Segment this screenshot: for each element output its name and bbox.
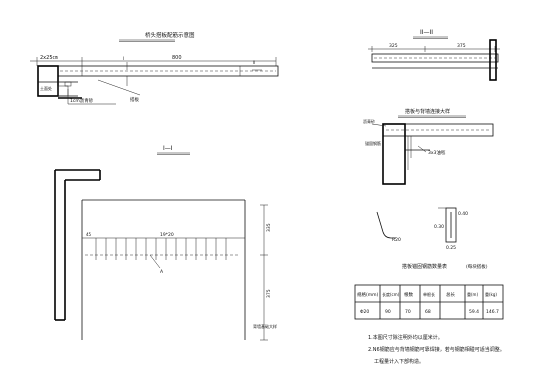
note-2: 2.N6钢筋应与背墙钢筋可靠焊接，若与钢筋相碰可适当调整。 xyxy=(368,346,505,353)
table-cell-count: 70 xyxy=(405,309,411,315)
section-i-dim-vertical-top: 335 xyxy=(266,223,272,232)
bar-detail-radius: R20 xyxy=(392,237,401,243)
section-i-i: I—I 45 19*20 xyxy=(54,145,277,341)
section-i-callout: A xyxy=(160,269,164,275)
top-left-dim-left: 2x25㎝ xyxy=(40,55,58,61)
table-header-weight: 重(kg) xyxy=(485,291,497,297)
table-cell-unit-length: 68 xyxy=(425,309,431,315)
table-unit: (每块搭板) xyxy=(466,263,488,270)
table-title: 搭板锚固钢筋数量表 xyxy=(402,263,447,270)
table-header-unit-length: 单根长 xyxy=(423,291,435,297)
section-ii-dim-1: 325 xyxy=(389,43,398,49)
bar-detail-dim-b: 0.30 xyxy=(434,224,444,230)
rebar-table: 搭板锚固钢筋数量表 (每块搭板) 规格(mm) 长度(cm) 根数 单根长 总长… xyxy=(354,263,504,320)
section-i-bar-ticks xyxy=(95,238,227,260)
joint-detail: 搭板与背墙连接大样 沥青砂 锚固钢筋 3x3油毡 xyxy=(363,108,494,185)
top-left-title: 桥头搭板配筋示意图 xyxy=(145,31,195,39)
detail-label-anchor: 锚固钢筋 xyxy=(365,140,381,146)
detail-label-sand: 沥青砂 xyxy=(363,118,375,124)
table-header-weight-per-m: 重(m) xyxy=(467,291,478,297)
bar-detail: R20 0.40 0.30 0.25 xyxy=(376,207,468,251)
section-i-dim-main: 19*20 xyxy=(160,232,174,238)
top-left-marker-i: I xyxy=(123,56,124,61)
bar-detail-dim-a: 0.40 xyxy=(458,211,468,217)
section-ii-title: II—II xyxy=(420,29,433,36)
section-i-bottom-label: 背墙基础大样 xyxy=(253,323,277,329)
top-left-detail: 桥头搭板配筋示意图 2x25㎝ 800 土面处 I II 1cm沥青砂 xyxy=(30,31,279,105)
note-1: 1.本图尺寸除注明外均以厘米计。 xyxy=(368,334,443,341)
detail-label-felt: 3x3油毡 xyxy=(428,149,446,156)
bar-detail-dim-c: 0.25 xyxy=(446,245,456,251)
table-cell-weight: 146.7 xyxy=(486,309,499,315)
section-i-title: I—I xyxy=(163,145,173,152)
section-ii-dim-2: 375 xyxy=(457,43,466,49)
table-header-length: 长度(cm) xyxy=(382,291,400,297)
table-cell-total-length: 59.4 xyxy=(469,309,479,315)
top-left-dim-main: 800 xyxy=(172,55,182,61)
table-header-total-length: 总长 xyxy=(446,291,455,298)
section-i-dim-left: 45 xyxy=(86,232,92,237)
table-header-count: 根数 xyxy=(404,291,413,298)
notes: 1.本图尺寸除注明外均以厘米计。 2.N6钢筋应与背墙钢筋可靠焊接，若与钢筋相碰… xyxy=(368,334,505,365)
section-ii-ii: II—II 325 375 xyxy=(368,29,500,81)
top-left-marker-ii: II xyxy=(253,60,255,65)
table-header-spec: 规格(mm) xyxy=(357,291,379,298)
detail-title: 搭板与背墙连接大样 xyxy=(405,108,450,115)
table-cell-length: 90 xyxy=(385,309,391,315)
section-i-dim-vertical-bottom: 375 xyxy=(266,289,272,298)
top-left-callout-slab: 搭板 xyxy=(130,96,139,103)
table-cell-spec: Φ20 xyxy=(360,309,369,315)
note-3: 工程量计入下部构造。 xyxy=(374,358,424,365)
top-left-callout-ground: 土面处 xyxy=(40,85,52,91)
top-left-callout-sand: 1cm沥青砂 xyxy=(70,97,94,104)
